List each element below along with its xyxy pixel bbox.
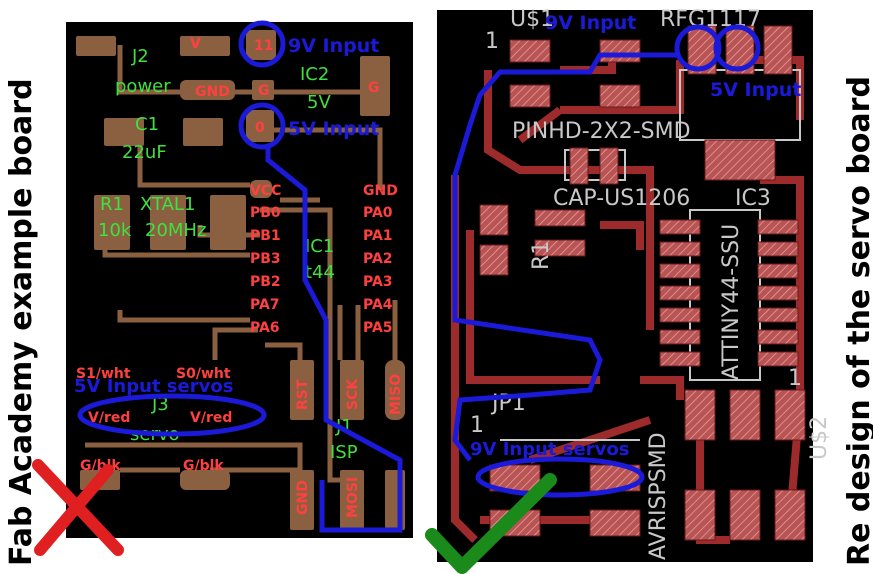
label-r1: R1 <box>529 241 554 270</box>
right-servos-label: 9V Input servos <box>470 439 629 460</box>
label-vcc: VCC <box>250 183 281 199</box>
label-pb0: PB0 <box>250 205 281 221</box>
label-power: power <box>115 76 171 97</box>
label-pb2: PB2 <box>250 274 281 290</box>
label-j2: J2 <box>131 46 149 67</box>
label-pa2: PA2 <box>363 251 393 267</box>
label-ic1-part: t44 <box>305 262 335 283</box>
label-j3: J3 <box>151 394 169 415</box>
label-g-pad1: G <box>258 83 270 99</box>
left-board-background <box>66 22 413 538</box>
left-5v-label: 5V Input <box>288 118 379 140</box>
label-gnd3: GND <box>295 480 311 515</box>
label-pa3: PA3 <box>363 274 393 290</box>
label-one-c: 1 <box>788 366 802 391</box>
label-v-pad: V <box>190 36 201 52</box>
left-9v-label: 9V Input <box>288 35 379 57</box>
right-vertical-labels: R1 ATTINY44-SSU AVRISPSMD U$2 <box>529 224 832 560</box>
left-9v-circle <box>238 20 286 68</box>
label-ic2: IC2 <box>300 64 329 85</box>
label-pa7: PA7 <box>250 297 280 313</box>
label-isp: ISP <box>330 442 358 463</box>
label-one-b: 1 <box>470 413 484 438</box>
left-pin-labels: GND VCC PB0 PB1 PB3 PB2 PA7 PA6 GND PA0 … <box>76 36 398 474</box>
label-us2: U$2 <box>807 416 832 460</box>
label-pa5: PA5 <box>363 320 393 336</box>
cross-icon <box>32 459 124 556</box>
label-vred1: V/red <box>88 410 130 426</box>
right-5v-label: 5V Input <box>710 79 801 101</box>
label-one-a: 1 <box>485 29 499 54</box>
left-5v-circle <box>238 102 286 150</box>
right-9v-circle <box>674 24 722 72</box>
right-9v-route <box>452 52 680 462</box>
label-rst: RST <box>295 379 311 410</box>
label-us1: U$1 <box>510 7 554 32</box>
label-mosi: MOSI <box>345 477 361 518</box>
label-g-pad2: G <box>368 80 380 96</box>
left-5v-route <box>265 146 403 533</box>
label-xtal-val: 20MHz <box>145 220 206 241</box>
left-servos-label: 5V Input servos <box>74 376 233 397</box>
label-s1: S1/wht <box>76 366 131 382</box>
right-board: U$1 1 RFG1117 PINHD-2X2-SMD CAP-US1206 I… <box>437 7 832 562</box>
label-pb1: PB1 <box>250 228 281 244</box>
label-gnd: GND <box>195 84 230 100</box>
left-board: J2 power IC2 5V C1 22uF R1 XTAL1 10k 20M… <box>66 20 413 538</box>
label-avrisp: AVRISPSMD <box>646 432 671 560</box>
label-ic3: IC3 <box>735 186 771 211</box>
right-servos-ellipse <box>475 456 645 498</box>
label-attiny: ATTINY44-SSU <box>719 224 744 380</box>
label-pad-0: 0 <box>255 120 265 136</box>
label-pa4: PA4 <box>363 297 393 313</box>
label-sck: SCK <box>345 378 361 410</box>
left-traces <box>85 45 398 510</box>
label-r1-val: 10k <box>98 220 132 241</box>
label-gnd2: GND <box>363 183 398 199</box>
left-vertical-pin-labels: RST SCK MISO GND MOSI <box>295 374 404 518</box>
label-pa1: PA1 <box>363 228 393 244</box>
label-c1-val: 22uF <box>122 142 167 163</box>
label-pb3: PB3 <box>250 251 281 267</box>
right-5v-circle <box>713 24 761 72</box>
label-gblk2: G/blk <box>183 458 224 474</box>
label-pa0: PA0 <box>363 205 393 221</box>
right-labels: U$1 1 RFG1117 PINHD-2X2-SMD CAP-US1206 I… <box>470 7 802 438</box>
label-cap: CAP-US1206 <box>553 186 690 211</box>
label-pinhd: PINHD-2X2-SMD <box>512 119 691 144</box>
left-annotations: 9V Input 5V Input 5V Input servos <box>74 20 403 533</box>
label-xtal1: XTAL1 <box>140 194 195 215</box>
label-ic1: IC1 <box>305 236 334 257</box>
label-r1: R1 <box>100 194 124 215</box>
label-vred2: V/red <box>190 410 232 426</box>
label-s0: S0/wht <box>176 366 231 382</box>
left-pads <box>76 30 405 530</box>
label-miso: MISO <box>388 374 404 415</box>
label-pa6: PA6 <box>250 320 280 336</box>
right-9v-label: 9V Input <box>545 12 636 34</box>
label-pad-11: 11 <box>254 38 273 54</box>
label-c1: C1 <box>135 114 159 135</box>
right-annotations: 9V Input 5V Input 9V Input servos <box>452 12 801 498</box>
check-icon <box>425 473 557 574</box>
label-5v: 5V <box>307 92 331 113</box>
left-servos-ellipse <box>77 393 267 437</box>
